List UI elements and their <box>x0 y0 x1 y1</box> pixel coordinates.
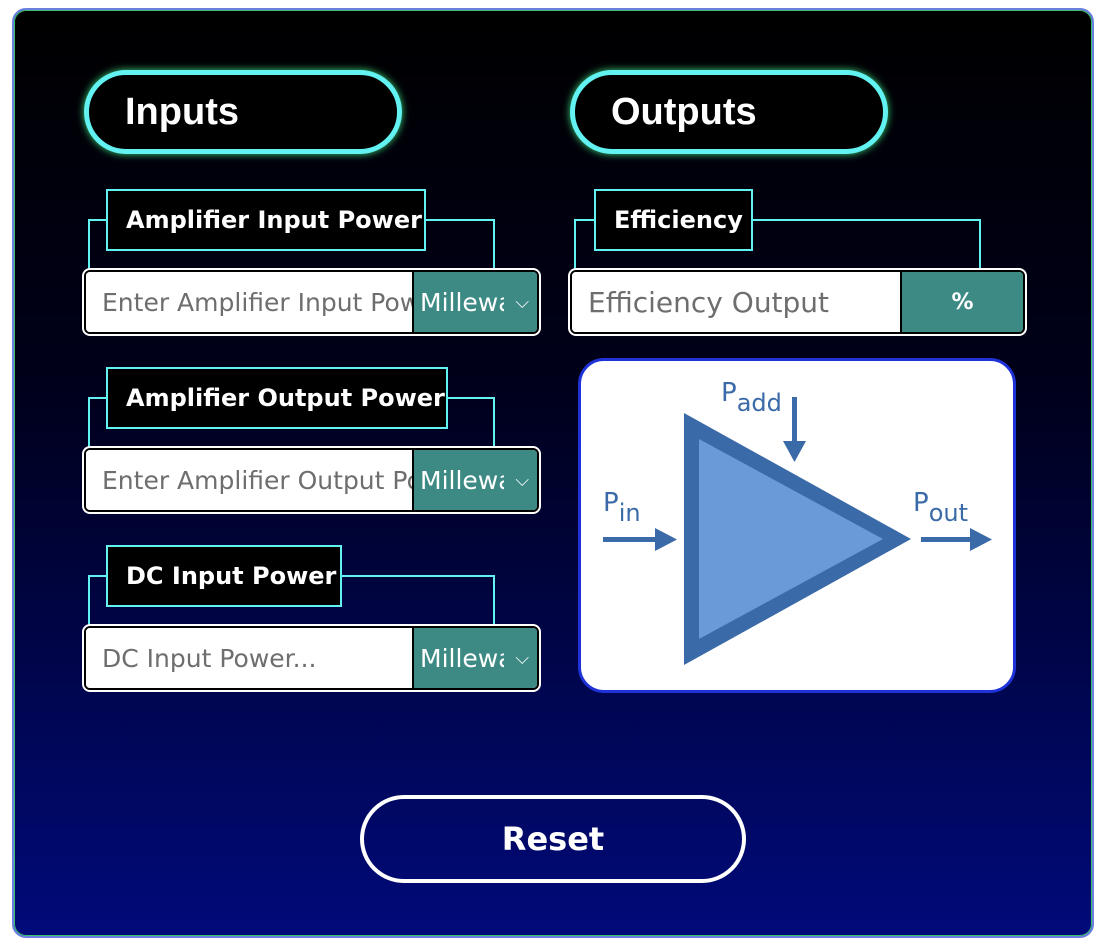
p-add-arrow-shaft <box>792 397 797 445</box>
amplifier-output-power-input[interactable] <box>86 450 412 510</box>
efficiency-output-field: % <box>570 270 1025 334</box>
amplifier-diagram: Padd Pin Pout <box>578 358 1016 693</box>
chevron-down-icon: ⌵ <box>515 647 529 669</box>
dc-input-power-label-text: DC Input Power <box>126 562 337 590</box>
unit-select-value: Millewatt <box>420 465 504 495</box>
chevron-down-icon: ⌵ <box>515 291 529 313</box>
amplifier-triangle-inner <box>699 439 883 639</box>
p-add-arrow-head <box>783 441 806 462</box>
amplifier-input-power-input[interactable] <box>86 272 412 332</box>
p-in-arrow-shaft <box>603 537 659 542</box>
amplifier-input-power-unit-select[interactable]: Millewatt ⌵ <box>412 272 537 332</box>
efficiency-unit: % <box>900 272 1023 332</box>
efficiency-label: Efficiency <box>594 189 753 251</box>
dc-input-power-label: DC Input Power <box>106 545 342 607</box>
dc-input-power-field: Millewatt ⌵ <box>84 626 539 690</box>
unit-select-value: Millewatt <box>420 643 504 673</box>
outputs-heading-text: Outputs <box>611 90 757 133</box>
amplifier-output-power-field: Millewatt ⌵ <box>84 448 539 512</box>
inputs-heading-text: Inputs <box>125 90 239 133</box>
amplifier-input-power-field: Millewatt ⌵ <box>84 270 539 334</box>
unit-select-value: Millewatt <box>420 287 504 317</box>
dc-input-power-unit-select[interactable]: Millewatt ⌵ <box>412 628 537 688</box>
amplifier-output-power-label-text: Amplifier Output Power <box>126 384 445 412</box>
efficiency-output-input[interactable] <box>572 272 900 332</box>
amplifier-output-power-unit-select[interactable]: Millewatt ⌵ <box>412 450 537 510</box>
p-out-arrow-shaft <box>921 537 973 542</box>
amplifier-input-power-label: Amplifier Input Power <box>106 189 426 251</box>
efficiency-bracket <box>574 219 981 271</box>
p-add-label: Padd <box>721 378 782 417</box>
reset-button[interactable]: Reset <box>360 795 746 883</box>
dc-input-power-input[interactable] <box>86 628 412 688</box>
efficiency-unit-text: % <box>951 289 974 315</box>
efficiency-label-text: Efficiency <box>614 206 743 234</box>
amplifier-input-power-label-text: Amplifier Input Power <box>126 206 422 234</box>
amplifier-symbol: Padd Pin Pout <box>603 378 992 665</box>
inputs-heading: Inputs <box>84 70 402 154</box>
p-out-label: Pout <box>913 488 968 527</box>
p-in-arrow-head <box>655 528 677 551</box>
outputs-heading: Outputs <box>570 70 888 154</box>
p-in-label: Pin <box>603 488 641 527</box>
amplifier-output-power-label: Amplifier Output Power <box>106 367 448 429</box>
chevron-down-icon: ⌵ <box>515 469 529 491</box>
p-out-arrow-head <box>970 528 992 551</box>
